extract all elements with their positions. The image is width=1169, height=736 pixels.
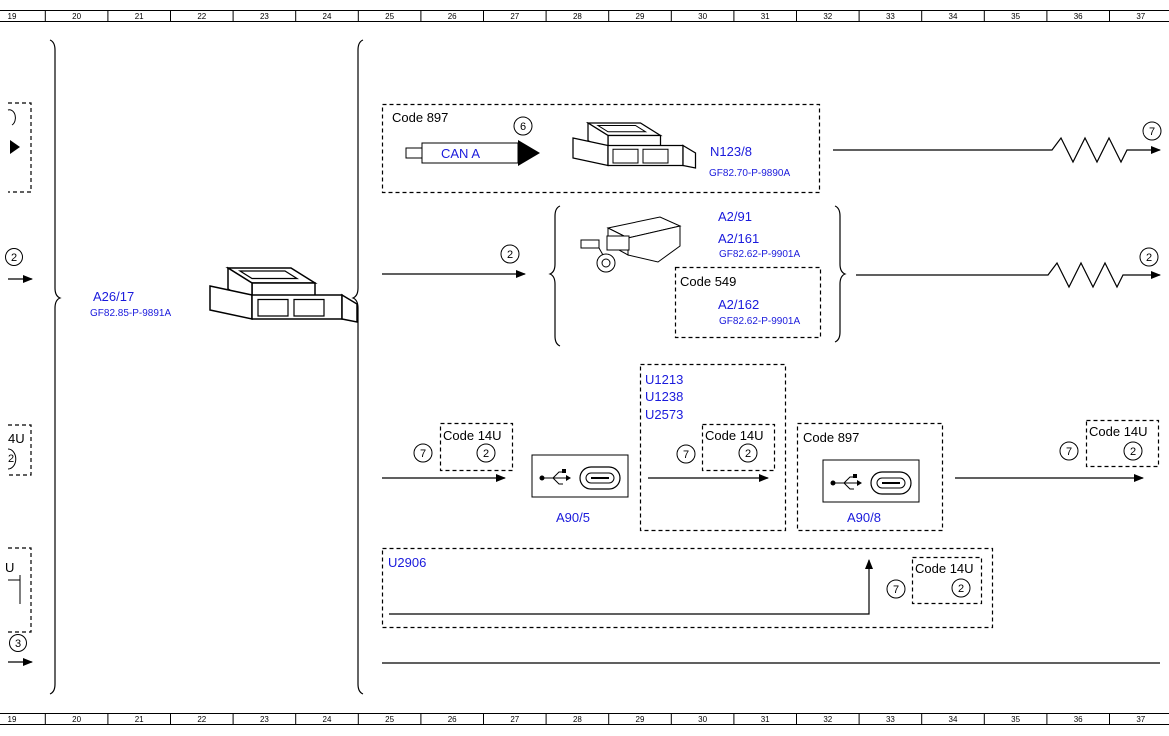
a90-8-end-code-circle: 2: [1130, 446, 1136, 458]
module-n123-8[interactable]: Code 897 CAN A 6 N123/8 GF82.70-P-9890A …: [381, 103, 1162, 194]
a2-ref2: GF82.62-P-9901A: [719, 316, 800, 327]
module-u2906[interactable]: U2906 7 Code 14U 2: [381, 547, 994, 629]
n123-id: N123/8: [710, 144, 752, 159]
a90-5-code: Code 14U: [443, 428, 502, 443]
a90-5-id: A90/5: [556, 510, 590, 525]
ruler-top-label: 37: [1136, 12, 1145, 21]
a26-id: A26/17: [93, 289, 134, 304]
ruler-bottom-label: 22: [197, 715, 206, 724]
ruler-top-label: 33: [886, 12, 895, 21]
u-code-circle: 2: [745, 448, 751, 460]
module-a90-8[interactable]: Code 897 A90/8 7 Code 14U 2: [796, 419, 1160, 532]
ruler-bottom-label: 34: [949, 715, 958, 724]
ruler-top: 19 20 21 22 23 24 25 26 27 28 29 30 31 32 33 34 35 36 37: [0, 10, 1169, 22]
n123-ref: GF82.70-P-9890A: [709, 168, 790, 179]
ruler-top-label: 36: [1074, 12, 1083, 21]
right-brace: [351, 39, 364, 695]
a2-id2: A2/161: [718, 231, 759, 246]
a2-code: Code 549: [680, 274, 736, 289]
left-code-2: U: [5, 560, 14, 575]
left-brace: [49, 39, 62, 695]
u2906-circle: 7: [893, 584, 899, 596]
ruler-bottom-label: 37: [1136, 715, 1145, 724]
a26-ecu-icon: [209, 267, 358, 323]
ruler-bottom: 19 20 21 22 23 24 25 26 27 28 29 30 31 32 33 34 35 36 37: [0, 713, 1169, 725]
a90-5-in-circle: 7: [420, 448, 426, 460]
left-edge-fragments: 2 4U 2 U 3: [5, 102, 33, 666]
left-circle-2: 2: [8, 453, 14, 465]
ruler-bottom-label: 25: [385, 715, 394, 724]
left-circle-1: 2: [11, 252, 17, 264]
a90-8-id: A90/8: [847, 510, 881, 525]
u-circle: 7: [683, 449, 689, 461]
ruler-top-label: 19: [8, 12, 17, 21]
ruler-top-label: 30: [698, 12, 707, 21]
ruler-top-label: 21: [135, 12, 144, 21]
ruler-top-label: 28: [573, 12, 582, 21]
n123-code: Code 897: [392, 110, 448, 125]
n123-end-circle: 7: [1149, 126, 1155, 138]
a2-in-circle: 2: [507, 249, 513, 261]
ruler-bottom-label: 36: [1074, 715, 1083, 724]
u2906-code: Code 14U: [915, 561, 974, 576]
ruler-top-label: 24: [323, 12, 332, 21]
ruler-top-label: 29: [636, 12, 645, 21]
can-a-label: CAN A: [441, 146, 480, 161]
a2-id3: A2/162: [718, 297, 759, 312]
ruler-bottom-label: 33: [886, 715, 895, 724]
ruler-top-label: 20: [72, 12, 81, 21]
a90-5-code-circle: 2: [483, 448, 489, 460]
a2-ref1: GF82.62-P-9901A: [719, 249, 800, 260]
module-a90-5[interactable]: 7 Code 14U 2 A90/5: [382, 422, 629, 526]
ruler-top-label: 23: [260, 12, 269, 21]
module-u-group[interactable]: U1213 U1238 U2573 Code 14U 2 7: [639, 363, 787, 532]
module-a26-17[interactable]: A26/17 GF82.85-P-9891A: [90, 267, 358, 323]
ruler-bottom-label: 19: [8, 715, 17, 724]
left-code-1: 4U: [8, 431, 25, 446]
a26-ref: GF82.85-P-9891A: [90, 308, 171, 319]
a90-5-usb-port-icon: [531, 454, 629, 498]
ruler-top-label: 35: [1011, 12, 1020, 21]
a2-id1: A2/91: [718, 209, 752, 224]
a90-8-end-code: Code 14U: [1089, 424, 1148, 439]
a90-8-code: Code 897: [803, 430, 859, 445]
ruler-bottom-label: 24: [323, 715, 332, 724]
ruler-bottom-label: 27: [510, 715, 519, 724]
ruler-top-label: 25: [385, 12, 394, 21]
ruler-top-label: 34: [949, 12, 958, 21]
ruler-top-label: 26: [448, 12, 457, 21]
a90-8-usb-port-icon: [822, 459, 920, 503]
u-l2: U1238: [645, 389, 683, 404]
a2-end-circle: 2: [1146, 252, 1152, 264]
u-code: Code 14U: [705, 428, 764, 443]
left-circle-3: 3: [15, 638, 21, 650]
ruler-top-label: 22: [197, 12, 206, 21]
ruler-bottom-label: 35: [1011, 715, 1020, 724]
ruler-top-label: 27: [510, 12, 519, 21]
a90-8-end-circle: 7: [1066, 446, 1072, 458]
a2-antenna-icon: [580, 216, 682, 273]
u-l1: U1213: [645, 372, 683, 387]
ruler-bottom-label: 20: [72, 715, 81, 724]
module-a2-group[interactable]: 2 A2/91 A2/161 GF82.62-P-9901A Code 549 …: [382, 205, 1161, 347]
ruler-bottom-label: 28: [573, 715, 582, 724]
ruler-bottom-label: 29: [636, 715, 645, 724]
ruler-top-label: 31: [761, 12, 770, 21]
u-l3: U2573: [645, 407, 683, 422]
ruler-bottom-label: 26: [448, 715, 457, 724]
ruler-bottom-label: 30: [698, 715, 707, 724]
u2906-code-circle: 2: [958, 583, 964, 595]
ruler-bottom-label: 23: [260, 715, 269, 724]
ruler-bottom-label: 21: [135, 715, 144, 724]
ruler-bottom-label: 32: [823, 715, 832, 724]
ruler-bottom-label: 31: [761, 715, 770, 724]
n123-circle: 6: [520, 121, 526, 133]
u2906-id: U2906: [388, 555, 426, 570]
ruler-top-label: 32: [823, 12, 832, 21]
n123-ecu-icon: [572, 122, 697, 169]
